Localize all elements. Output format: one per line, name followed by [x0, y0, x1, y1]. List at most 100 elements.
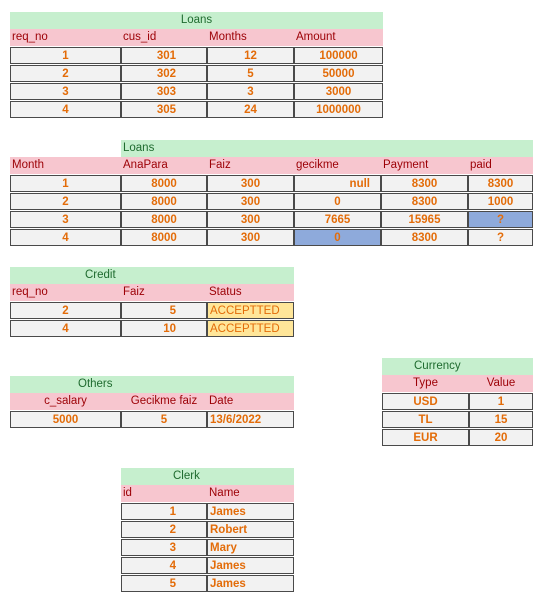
table-cell[interactable]: 5	[121, 411, 207, 428]
table-row: 4 305 24 1000000	[10, 101, 383, 118]
column-header: Date	[209, 395, 234, 407]
column-header: c_salary	[44, 395, 87, 407]
table-cell[interactable]: 3	[207, 83, 294, 100]
table-cell[interactable]: Robert	[207, 521, 294, 538]
table-row: 4 James	[121, 557, 294, 574]
table-cell[interactable]: 4	[121, 557, 207, 574]
table-cell[interactable]: 1	[121, 503, 207, 520]
table-cell[interactable]: 300	[207, 211, 294, 228]
column-header: Amount	[296, 31, 336, 43]
table-row: 3 Mary	[121, 539, 294, 556]
table-row: 2 Robert	[121, 521, 294, 538]
table-cell[interactable]: 100000	[294, 47, 383, 64]
table-cell[interactable]: USD	[382, 393, 469, 410]
table-cell[interactable]: 301	[121, 47, 207, 64]
table-cell[interactable]: James	[207, 557, 294, 574]
table-cell[interactable]: 4	[10, 101, 121, 118]
table-cell[interactable]: 4	[10, 229, 121, 246]
table-cell[interactable]: 1	[10, 175, 121, 192]
table-cell[interactable]: 5000	[10, 411, 121, 428]
table-cell[interactable]: James	[207, 503, 294, 520]
table-cell[interactable]: 15	[469, 411, 533, 428]
table-row: 1 James	[121, 503, 294, 520]
table-cell[interactable]: ?	[468, 229, 533, 246]
table-cell[interactable]: 2	[10, 302, 121, 319]
table-row: 4 8000 300 0 8300 ?	[10, 229, 533, 246]
table-row: 1 301 12 100000	[10, 47, 383, 64]
column-header: Faiz	[209, 159, 231, 171]
currency-table: Currency Type Value USD 1 TL 15 EUR 20	[382, 358, 533, 446]
table-cell[interactable]: 2	[121, 521, 207, 538]
table-title-row: Clerk	[121, 468, 294, 485]
table-cell[interactable]: EUR	[382, 429, 469, 446]
table-cell[interactable]: 1000	[468, 193, 533, 210]
table-row: USD 1	[382, 393, 533, 410]
credit-table: Credit req_no Faiz Status 2 5 ACCEPTTED …	[10, 267, 294, 337]
table-cell[interactable]: 8000	[121, 211, 207, 228]
table-row: 2 302 5 50000	[10, 65, 383, 82]
table-cell[interactable]: 300	[207, 229, 294, 246]
table-cell[interactable]: James	[207, 575, 294, 592]
table-title: Loans	[121, 140, 533, 157]
table-cell[interactable]: 5	[121, 575, 207, 592]
table-cell[interactable]: Mary	[207, 539, 294, 556]
table-cell[interactable]: 8300	[381, 175, 468, 192]
table-cell[interactable]: 24	[207, 101, 294, 118]
table-cell[interactable]: 50000	[294, 65, 383, 82]
table-row: TL 15	[382, 411, 533, 428]
table-cell[interactable]: 302	[121, 65, 207, 82]
table-title-row: Currency	[382, 358, 533, 375]
table-title-row: Loans	[10, 140, 533, 157]
table-title: Others	[10, 376, 294, 393]
table-cell[interactable]: 8300	[381, 229, 468, 246]
column-header: gecikme	[296, 159, 339, 171]
table-cell-highlighted[interactable]: ?	[468, 211, 533, 228]
status-cell[interactable]: ACCEPTTED	[207, 320, 294, 337]
table-cell[interactable]: 8000	[121, 193, 207, 210]
table-cell[interactable]: 8300	[381, 193, 468, 210]
table-cell[interactable]: 2	[10, 65, 121, 82]
table-cell[interactable]: 15965	[381, 211, 468, 228]
table-cell[interactable]: 4	[10, 320, 121, 337]
table-cell[interactable]: 8000	[121, 175, 207, 192]
table-cell[interactable]: 7665	[294, 211, 381, 228]
table-cell[interactable]: 2	[10, 193, 121, 210]
table-cell[interactable]: 3000	[294, 83, 383, 100]
table-cell[interactable]: 3	[10, 83, 121, 100]
column-header: AnaPara	[123, 159, 168, 171]
table-cell[interactable]: 5	[121, 302, 207, 319]
table-row: 2 8000 300 0 8300 1000	[10, 193, 533, 210]
column-header: Status	[209, 286, 242, 298]
column-header: Months	[209, 31, 247, 43]
table-cell[interactable]: 12	[207, 47, 294, 64]
table-row: 3 8000 300 7665 15965 ?	[10, 211, 533, 228]
table-cell[interactable]: 10	[121, 320, 207, 337]
table-cell[interactable]: 303	[121, 83, 207, 100]
table-cell[interactable]: 0	[294, 193, 381, 210]
table-cell[interactable]: 300	[207, 175, 294, 192]
clerk-table: Clerk id Name 1 James 2 Robert 3 Mary 4 …	[121, 468, 294, 592]
column-header: Faiz	[123, 286, 145, 298]
column-header: Name	[209, 487, 240, 499]
table-title-row: Credit	[10, 267, 294, 284]
table-row: 2 5 ACCEPTTED	[10, 302, 294, 319]
table-cell[interactable]: 3	[10, 211, 121, 228]
status-cell[interactable]: ACCEPTTED	[207, 302, 294, 319]
table-cell[interactable]: 1000000	[294, 101, 383, 118]
table-cell-highlighted[interactable]: 0	[294, 229, 381, 246]
table-cell[interactable]: 300	[207, 193, 294, 210]
table-cell[interactable]: 1	[10, 47, 121, 64]
table-cell[interactable]: 8000	[121, 229, 207, 246]
table-row: 5000 5 13/6/2022	[10, 411, 294, 428]
table-cell[interactable]: 5	[207, 65, 294, 82]
table-cell[interactable]: 3	[121, 539, 207, 556]
table-row: 1 8000 300 null 8300 8300	[10, 175, 533, 192]
table-cell[interactable]: TL	[382, 411, 469, 428]
table-cell[interactable]: 20	[469, 429, 533, 446]
table-row: 3 303 3 3000	[10, 83, 383, 100]
table-cell[interactable]: 305	[121, 101, 207, 118]
table-cell[interactable]: null	[294, 175, 381, 192]
table-cell[interactable]: 1	[469, 393, 533, 410]
table-cell[interactable]: 13/6/2022	[207, 411, 294, 428]
table-cell[interactable]: 8300	[468, 175, 533, 192]
